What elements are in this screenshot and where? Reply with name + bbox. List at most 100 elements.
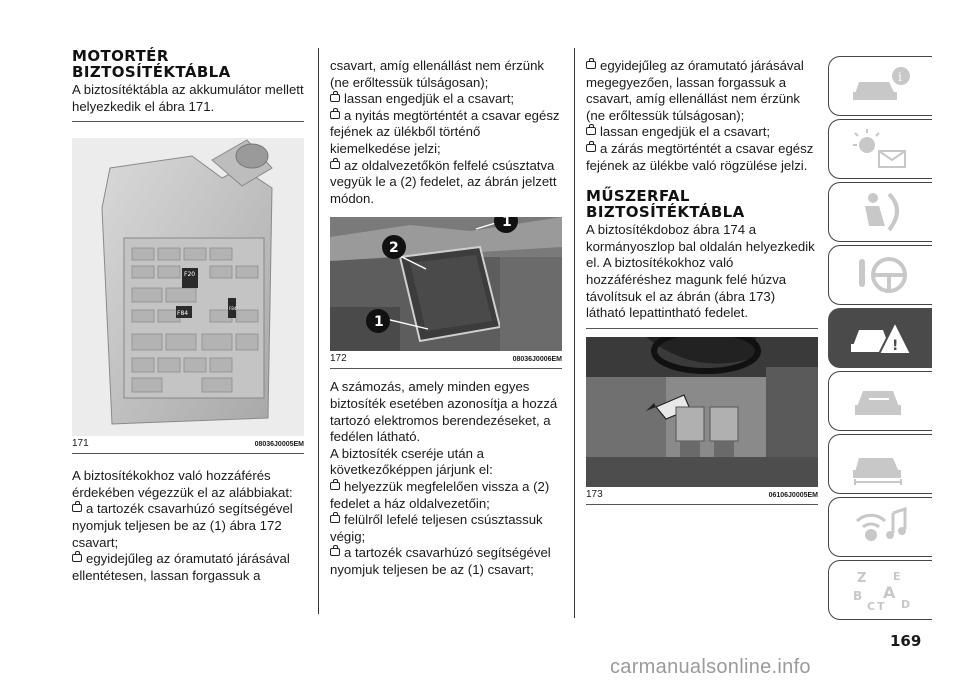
screwdriver-bullet-icon — [330, 107, 340, 119]
index-letter: B — [853, 589, 862, 603]
tab-emergency[interactable]: ! — [828, 308, 932, 368]
dashboard-interior-photo — [586, 336, 818, 487]
screwdriver-bullet-icon — [330, 91, 340, 103]
tab-maintenance[interactable] — [828, 371, 932, 431]
list-item-text: egyidejűleg az óramutató járásával ellen… — [72, 551, 290, 583]
heading-line: MOTORTÉR — [72, 47, 169, 65]
body-paragraph: A számozás, amely minden egyes biztosíté… — [330, 379, 558, 445]
emergency-icon: ! — [850, 319, 913, 355]
technical-data-icon — [852, 458, 902, 485]
figure-divider — [586, 503, 818, 505]
list-item-text: felülről lefelé teljesen csúsztassuk vég… — [330, 512, 543, 544]
list-item: a tartozék csavarhúzó segítségével nyomj… — [72, 501, 304, 551]
step-list: helyezzük megfelelően vissza a (2) fedel… — [330, 478, 562, 579]
multimedia-icon — [855, 506, 906, 541]
figure-code: 08036J0005EM — [254, 441, 304, 449]
index-letter: Z — [857, 571, 866, 586]
index-letter: T — [877, 600, 885, 612]
column-1: MOTORTÉR BIZTOSÍTÉKTÁBLA A biztosítéktáb… — [72, 48, 304, 584]
figure-caption: 173 06106J0005EM — [586, 489, 818, 500]
list-item: a nyitás megtörténtét a csavar egész fej… — [330, 107, 562, 158]
car-info-icon: i — [852, 67, 910, 100]
fuse-label: F84 — [229, 306, 237, 311]
body-paragraph: A biztosítékokhoz való hozzáférés érdeké… — [72, 468, 293, 500]
callout-number: 2 — [389, 240, 399, 256]
step-list: a tartozék csavarhúzó segítségével nyomj… — [72, 501, 304, 584]
list-item: az oldalvezetőkön felfelé csúsztatva veg… — [330, 157, 562, 208]
body-paragraph: A biztosíték cseréje után a következőkép… — [330, 445, 493, 478]
figure-caption: 172 08036J0006EM — [330, 353, 562, 364]
heading-line: MŰSZERFAL — [586, 187, 690, 206]
list-item-text: lassan engedjük el a csavart; — [344, 91, 515, 107]
figure-code: 06106J0005EM — [768, 491, 818, 499]
index-letter: C — [867, 600, 875, 612]
column-3: egyidejűleg az óramutató járásával megeg… — [586, 58, 818, 505]
index-icon: Z E B A C T D — [853, 570, 910, 612]
screwdriver-bullet-icon — [586, 140, 596, 152]
screwdriver-bullet-icon — [330, 545, 340, 557]
heading-line: BIZTOSÍTÉKTÁBLA — [72, 63, 231, 81]
warning-lights-icon — [852, 129, 906, 168]
figure-code: 08036J0006EM — [512, 356, 562, 364]
figure-divider — [330, 368, 562, 370]
screwdriver-bullet-icon — [330, 478, 340, 490]
column-divider — [318, 48, 319, 614]
list-item-text: a nyitás megtörténtét a csavar egész fej… — [330, 107, 560, 156]
index-letter: A — [883, 583, 896, 602]
section-heading-engine-fusebox: MOTORTÉR BIZTOSÍTÉKTÁBLA — [72, 48, 304, 80]
maintenance-icon — [854, 391, 901, 415]
list-item: lassan engedjük el a csavart; — [330, 91, 562, 108]
list-item: lassan engedjük el a csavart; — [586, 124, 818, 141]
figure-divider — [72, 453, 304, 455]
figure-172: 1 2 1 — [330, 217, 562, 352]
list-item-text: az oldalvezetőkön felfelé csúsztatva veg… — [330, 157, 557, 206]
column-divider — [574, 48, 575, 618]
intro-text: A biztosítéktábla az akkumulátor mellett… — [72, 82, 304, 114]
watermark: carmanualsonline.info — [610, 656, 811, 678]
figure-number: 172 — [330, 353, 347, 365]
tab-steering-start[interactable] — [828, 245, 932, 305]
section-heading-dashboard-fusebox: MŰSZERFAL BIZTOSÍTÉKTÁBLA — [586, 188, 818, 220]
list-item: a tartozék csavarhúzó segítségével nyomj… — [330, 545, 562, 578]
tab-seat-safety[interactable] — [828, 182, 932, 242]
tab-car-info[interactable]: i — [828, 56, 932, 116]
svg-text:!: ! — [892, 338, 898, 354]
list-item-text: a tartozék csavarhúzó segítségével nyomj… — [72, 501, 293, 550]
step-list: lassan engedjük el a csavart; a nyitás m… — [330, 91, 562, 207]
svg-text:i: i — [898, 70, 902, 84]
list-item: felülről lefelé teljesen csúsztassuk vég… — [330, 512, 562, 545]
page-number: 169 — [890, 632, 922, 650]
screwdriver-bullet-icon — [72, 501, 82, 513]
tab-multimedia[interactable] — [828, 497, 932, 557]
figure-171: F20 F84 F84 — [72, 138, 304, 437]
fuse-label: F20 — [184, 271, 195, 278]
step-list: egyidejűleg az óramutató járásával megeg… — [586, 58, 818, 174]
fuse-label: F84 — [177, 310, 188, 317]
list-item-text: a zárás megtörténtét a csavar egész fejé… — [586, 140, 814, 173]
screwdriver-bullet-icon — [586, 58, 596, 69]
steering-start-icon — [858, 257, 907, 293]
index-letter: E — [893, 570, 901, 583]
screwdriver-bullet-icon — [330, 157, 340, 169]
heading-line: BIZTOSÍTÉKTÁBLA — [586, 203, 745, 222]
list-item-text: a tartozék csavarhúzó segítségével nyomj… — [330, 545, 551, 577]
column-2: csavart, amíg ellenállást nem érzünk (ne… — [330, 58, 562, 578]
screwdriver-bullet-icon — [330, 512, 340, 524]
seat-safety-icon — [864, 192, 899, 232]
tab-technical-data[interactable] — [828, 434, 932, 494]
index-letter: D — [901, 598, 910, 611]
chapter-tabs: i ! — [828, 56, 932, 623]
list-item: egyidejűleg az óramutató járásával ellen… — [72, 551, 304, 584]
callout-number: 1 — [502, 217, 512, 230]
list-item: a zárás megtörténtét a csavar egész fejé… — [586, 140, 818, 174]
tab-index[interactable]: Z E B A C T D — [828, 560, 932, 620]
section-divider — [72, 121, 304, 123]
figure-number: 173 — [586, 488, 603, 500]
figure-173 — [586, 336, 818, 487]
fusebox-illustration: F20 F84 F84 — [72, 138, 304, 437]
list-item: helyezzük megfelelően vissza a (2) fedel… — [330, 478, 562, 512]
tab-warning-lights[interactable] — [828, 119, 932, 179]
list-item-text: helyezzük megfelelően vissza a (2) fedel… — [330, 478, 550, 511]
body-paragraph: A biztosítékdoboz ábra 174 a kormányoszl… — [586, 222, 815, 321]
section-divider — [586, 327, 818, 329]
